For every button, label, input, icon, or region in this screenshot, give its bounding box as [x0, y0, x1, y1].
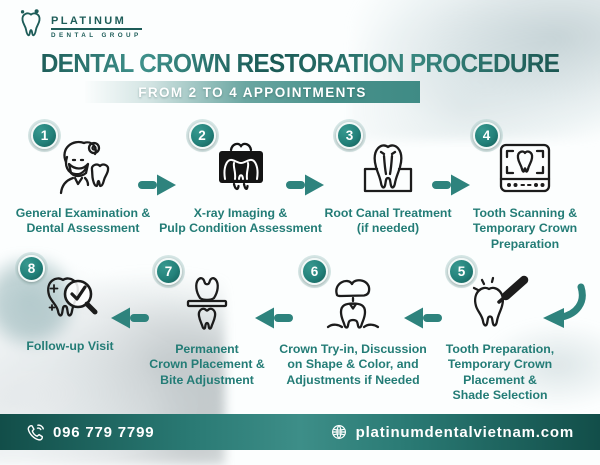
- step-1-number-badge: 1: [31, 122, 58, 149]
- step-8: 8 Follow-up Visit: [0, 255, 140, 354]
- arrow-left-icon: [254, 306, 294, 330]
- step-3-number-badge: 3: [336, 122, 363, 149]
- tooth-logo-icon: [16, 8, 46, 45]
- subtitle-banner: FROM 2 TO 4 APPOINTMENTS: [85, 81, 420, 103]
- step-number: 4: [482, 128, 491, 143]
- subtitle-text: FROM 2 TO 4 APPOINTMENTS: [138, 84, 367, 100]
- arrow-right-icon: [285, 173, 325, 197]
- brand-name: PLATINUM: [51, 15, 142, 30]
- website-url: platinumdentalvietnam.com: [355, 423, 574, 441]
- step-2-label: X-ray Imaging & Pulp Condition Assessmen…: [159, 206, 322, 236]
- step-3: 3 Root Canal Treatment (if needed): [308, 122, 468, 237]
- phone-icon: [26, 423, 45, 442]
- step-1-label: General Examination & Dental Assessment: [15, 206, 151, 236]
- tooth-scanner-icon: [447, 136, 600, 200]
- step-5-number-badge: 5: [448, 258, 475, 285]
- arrow-right-icon: [431, 173, 471, 197]
- step-7-label: Permanent Crown Placement & Bite Adjustm…: [149, 342, 265, 387]
- tooth-xray-icon: [163, 136, 318, 200]
- step-2: 2 X-ray Imaging & Pulp Condition Assessm…: [159, 122, 322, 237]
- website-contact[interactable]: platinumdentalvietnam.com: [330, 423, 574, 441]
- arrow-right-icon: [137, 173, 177, 197]
- step-6-label: Crown Try-in, Discussion on Shape & Colo…: [279, 342, 427, 387]
- step-number: 8: [27, 261, 36, 276]
- step-number: 1: [40, 128, 49, 143]
- bite-adjustment-icon: [128, 272, 286, 336]
- globe-icon: [330, 423, 348, 441]
- crown-try-in-icon: [272, 272, 434, 336]
- step-6-number-badge: 6: [301, 258, 328, 285]
- step-number: 7: [164, 264, 173, 279]
- page-title: DENTAL CROWN RESTORATION PROCEDURE: [18, 48, 582, 79]
- root-canal-icon: [308, 136, 468, 200]
- step-8-label: Follow-up Visit: [26, 339, 114, 353]
- brand-logo: PLATINUM DENTAL GROUP: [16, 8, 142, 45]
- step-6: 6 Crown Try-in, Discussion on Shape & Co…: [272, 258, 434, 388]
- phone-number: 096 779 7799: [53, 423, 155, 441]
- arrow-curved-down-left-icon: [538, 283, 590, 333]
- step-7-number-badge: 7: [155, 258, 182, 285]
- tooth-drill-icon: [420, 272, 580, 336]
- step-3-label: Root Canal Treatment (if needed): [324, 206, 452, 236]
- step-1: 1 General Examination & Dental Assessmen…: [8, 122, 158, 237]
- step-4: 4 Tooth Scanning & Temporary Crown Prepa…: [447, 122, 600, 252]
- phone-contact[interactable]: 096 779 7799: [26, 423, 154, 442]
- step-number: 3: [345, 128, 354, 143]
- arrow-left-icon: [110, 306, 150, 330]
- step-number: 2: [198, 128, 206, 143]
- step-number: 5: [457, 264, 466, 279]
- tooth-checkup-icon: [0, 269, 140, 333]
- step-7: 7 Permanent Crown Placement & Bite Adjus…: [128, 258, 286, 388]
- brand-subname: DENTAL GROUP: [51, 31, 142, 39]
- footer-bar: 096 779 7799 platinumdentalvietnam.com: [0, 414, 600, 450]
- step-number: 6: [310, 264, 319, 279]
- dentist-icon: [8, 136, 158, 200]
- step-5: 5 Tooth Preparation, Temporary Crown Pla…: [420, 258, 580, 404]
- step-4-label: Tooth Scanning & Temporary Crown Prepara…: [472, 206, 578, 251]
- step-5-label: Tooth Preparation, Temporary Crown Place…: [445, 342, 555, 403]
- step-4-number-badge: 4: [473, 122, 500, 149]
- step-8-number-badge: 8: [18, 255, 45, 282]
- arrow-left-icon: [403, 306, 443, 330]
- step-2-number-badge: 2: [188, 122, 216, 149]
